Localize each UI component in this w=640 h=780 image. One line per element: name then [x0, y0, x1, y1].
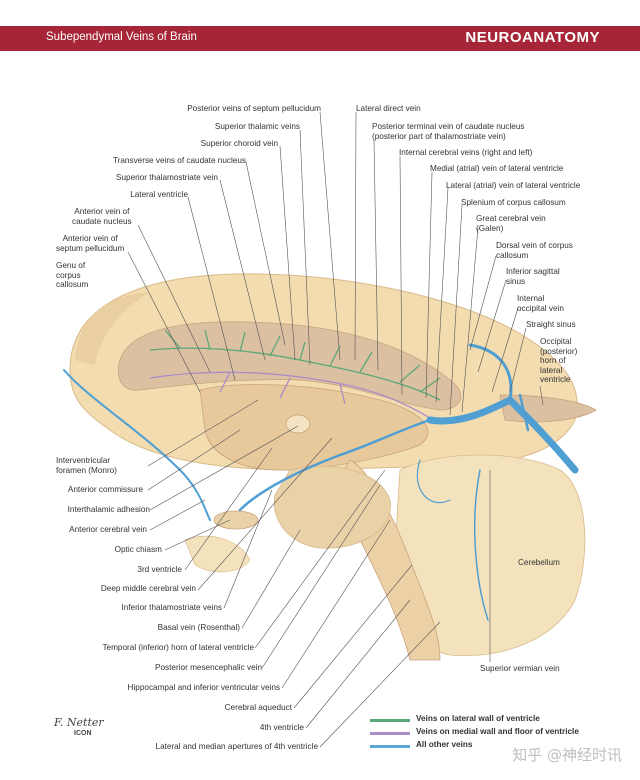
label-anterior-vein-septum: Anterior vein of septum pellucidum — [56, 234, 125, 253]
label-posterior-mesencephalic-vein: Posterior mesencephalic vein — [155, 663, 262, 672]
frontal-tissue — [184, 535, 251, 573]
label-cerebral-aqueduct: Cerebral aqueduct — [224, 703, 292, 712]
label-internal-occipital-vein: Internal occipital vein — [517, 294, 564, 313]
label-inferior-thalamostriate-veins: Inferior thalamostriate veins — [121, 603, 222, 612]
label-4th-ventricle: 4th ventricle — [259, 723, 304, 732]
optic-chiasm-shape — [213, 510, 259, 530]
blue-veins — [63, 343, 579, 621]
label-anterior-vein-caudate: Anterior vein of caudate nucleus — [72, 207, 132, 226]
label-anterior-cerebral-vein: Anterior cerebral vein — [69, 525, 147, 534]
leader-lines — [127, 111, 544, 748]
legend-label: All other veins — [416, 740, 473, 749]
label-superior-choroid-vein: Superior choroid vein — [200, 139, 278, 148]
legend-swatch-green — [370, 719, 410, 722]
label-transverse-veins-caudate: Transverse veins of caudate nucleus — [112, 156, 246, 165]
green-veins — [149, 329, 441, 401]
label-lateral-ventricle: Lateral ventricle — [130, 190, 188, 199]
artist-signature: F. Netter — [54, 716, 104, 729]
label-hippocampal-veins: Hippocampal and inferior ventricular vei… — [127, 683, 280, 692]
purple-veins — [149, 371, 431, 419]
label-posterior-veins-septum: Posterior veins of septum pellucidum — [187, 104, 321, 113]
label-occipital-horn: Occipital (posterior) horn of lateral ve… — [540, 337, 578, 384]
label-cerebellum: Cerebellum — [518, 558, 560, 567]
thalamus-mass — [199, 384, 429, 471]
label-superior-thalamic-veins: Superior thalamic veins — [214, 122, 300, 131]
label-deep-middle-cerebral-vein: Deep middle cerebral vein — [100, 584, 196, 593]
publisher-logo: ICON — [74, 730, 92, 737]
label-lateral-direct-vein: Lateral direct vein — [356, 104, 421, 113]
label-dorsal-vein-corpus-callosum: Dorsal vein of corpus callosum — [496, 241, 573, 260]
label-lateral-atrial-vein: Lateral (atrial) vein of lateral ventric… — [446, 181, 581, 190]
watermark-text: 知乎 @神经时讯 — [512, 746, 622, 764]
label-splenium: Splenium of corpus callosum — [461, 198, 566, 207]
legend-swatch-purple — [370, 732, 410, 735]
temporal-lobe-shape — [273, 465, 391, 549]
genu-of-corpus-callosum — [75, 292, 150, 365]
label-anterior-commissure: Anterior commissure — [67, 485, 143, 494]
section-title: NEUROANATOMY — [465, 29, 600, 46]
legend-swatch-blue — [370, 745, 410, 748]
label-optic-chiasm: Optic chiasm — [114, 545, 162, 554]
label-great-cerebral-vein: Great cerebral vein (Galen) — [476, 214, 546, 233]
label-interthalamic-adhesion: Interthalamic adhesion — [67, 505, 150, 514]
label-posterior-terminal-vein: Posterior terminal vein of caudate nucle… — [372, 122, 525, 141]
label-medial-atrial-vein: Medial (atrial) vein of lateral ventricl… — [430, 164, 564, 173]
label-lateral-median-apertures: Lateral and median apertures of 4th vent… — [155, 742, 318, 751]
plate-title: Subependymal Veins of Brain — [46, 31, 197, 43]
interthalamic-adhesion-shape — [285, 414, 311, 434]
label-superior-thalamostriate-vein: Superior thalamostriate vein — [116, 173, 218, 182]
label-internal-cerebral-veins: Internal cerebral veins (right and left) — [399, 148, 533, 157]
label-interventricular-foramen: Interventricular foramen (Monro) — [56, 456, 117, 475]
label-genu-corpus-callosum: Genu of corpus callosum — [56, 261, 89, 289]
header-bar: Subependymal Veins of Brain NEUROANATOMY — [0, 26, 640, 51]
label-straight-sinus: Straight sinus — [526, 320, 576, 329]
label-superior-vermian-vein: Superior vermian vein — [480, 664, 560, 673]
label-inferior-sagittal-sinus: Inferior sagittal sinus — [506, 267, 560, 286]
legend-label: Veins on lateral wall of ventricle — [416, 714, 540, 723]
legend-label: Veins on medial wall and floor of ventri… — [416, 727, 579, 736]
label-3rd-ventricle: 3rd ventricle — [137, 565, 182, 574]
lateral-ventricle-shape — [117, 321, 462, 411]
label-temporal-horn: Temporal (inferior) horn of lateral vent… — [102, 643, 254, 652]
label-basal-vein: Basal vein (Rosenthal) — [157, 623, 240, 632]
